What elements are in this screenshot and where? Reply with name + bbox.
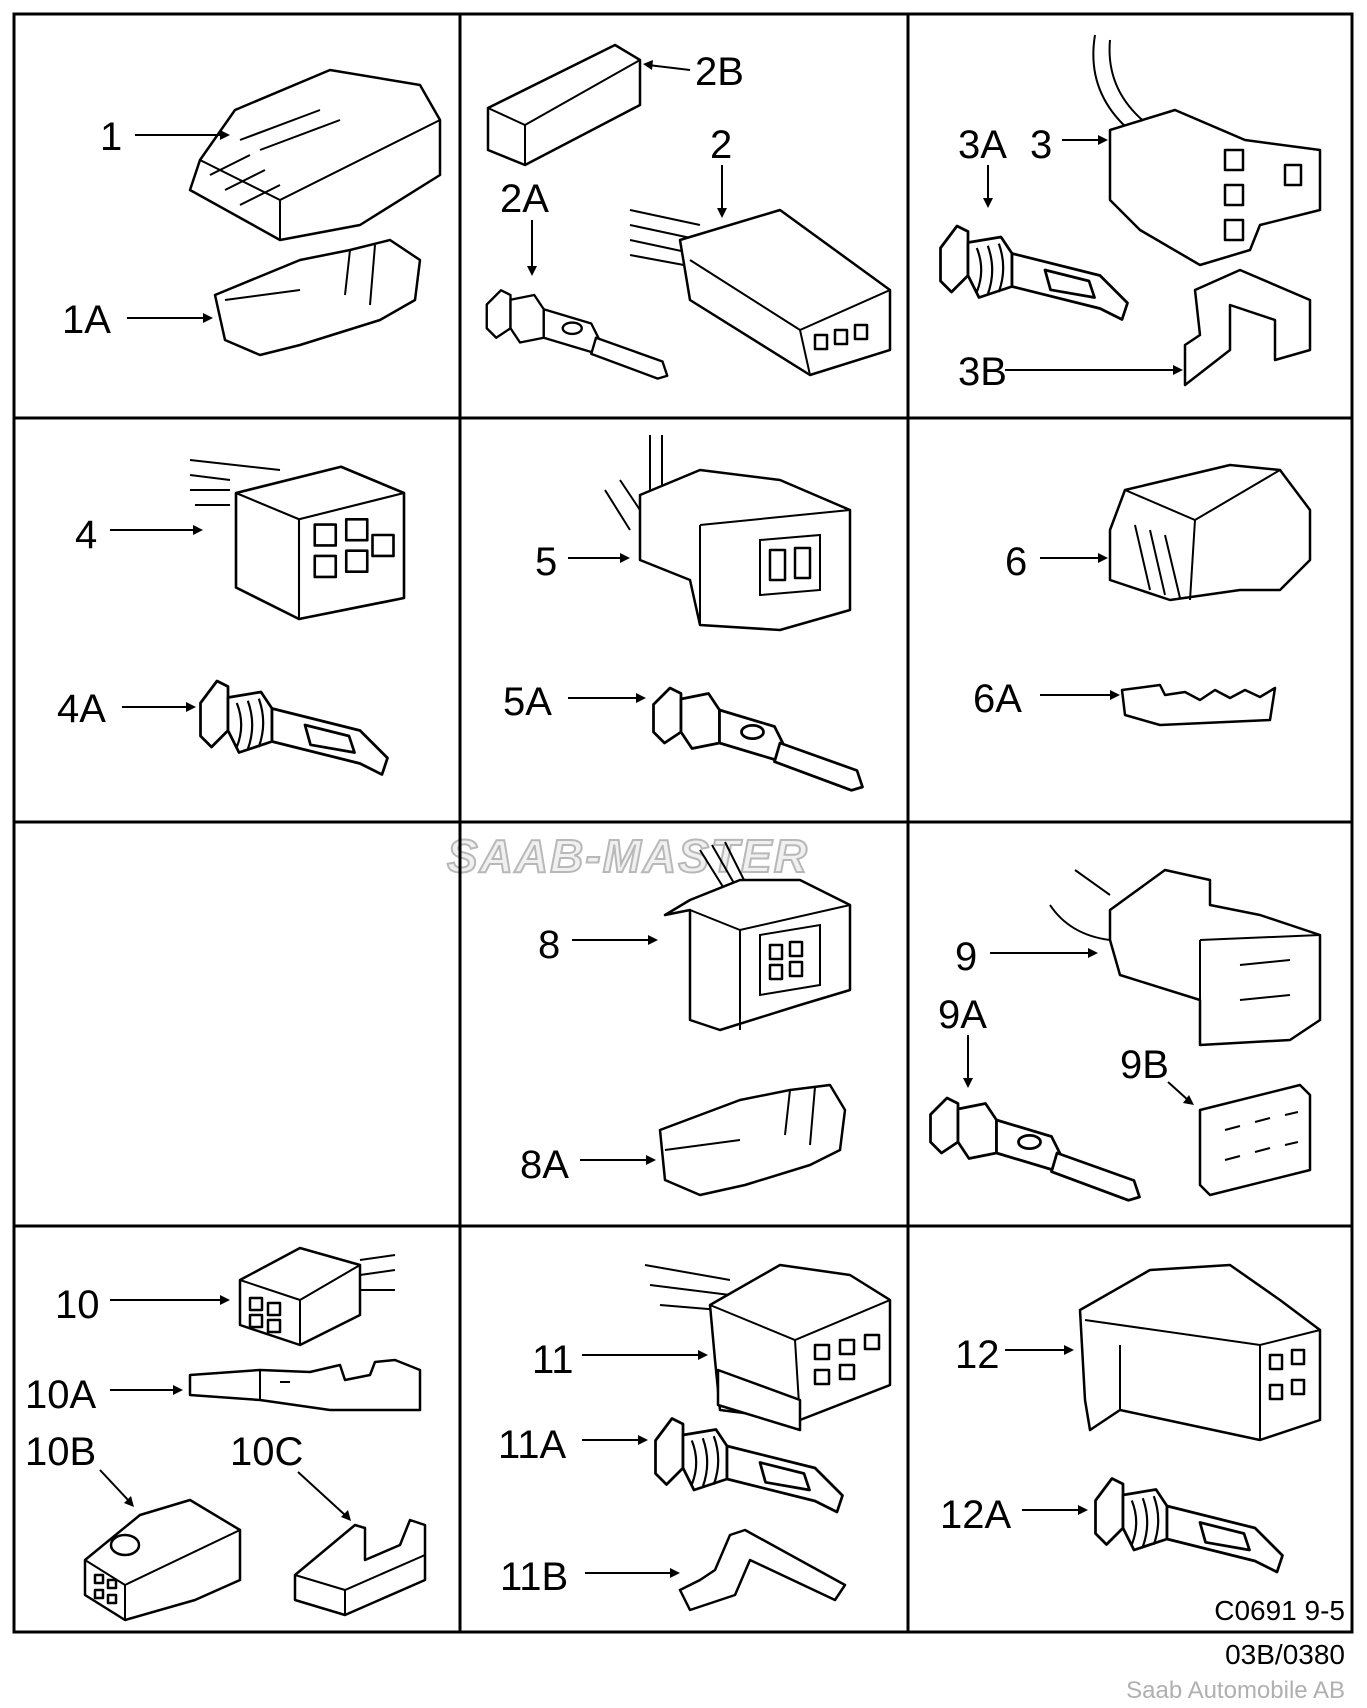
- connector-5: [604, 435, 852, 632]
- connector-1: [188, 68, 442, 242]
- label-8: 8: [538, 923, 560, 967]
- label-11B: 11B: [500, 1555, 568, 1599]
- leader-2B: [647, 64, 691, 71]
- label-10B: 10B: [25, 1430, 96, 1474]
- terminal-2A: [485, 288, 669, 380]
- label-3A: 3A: [958, 123, 1007, 167]
- cell-3: 3 3A 3B: [939, 34, 1322, 394]
- label-2: 2: [710, 123, 732, 167]
- label-8A: 8A: [520, 1143, 569, 1187]
- connector-9: [1049, 868, 1322, 1047]
- connector-11: [644, 1263, 892, 1432]
- figure-code: C0691 9-5: [1214, 1595, 1345, 1626]
- terminal-8A: [658, 1083, 847, 1197]
- label-9A: 9A: [938, 993, 987, 1037]
- label-11A: 11A: [498, 1423, 567, 1467]
- label-12: 12: [955, 1333, 1000, 1377]
- copyright-credit: Saab Automobile AB: [1126, 1677, 1345, 1704]
- cell-9: 9 9A 9B: [929, 868, 1322, 1202]
- cover-2B: [486, 43, 642, 167]
- label-6A: 6A: [973, 677, 1022, 721]
- connector-12: [1078, 1263, 1322, 1442]
- cell-1: 1 1A: [62, 68, 442, 357]
- terminal-1A: [213, 238, 422, 357]
- lock-11B: [678, 1528, 847, 1612]
- connector-3: [1092, 34, 1322, 267]
- label-4A: 4A: [57, 687, 106, 731]
- cell-12: 12 12A: [940, 1263, 1322, 1574]
- label-2B: 2B: [695, 50, 744, 94]
- cell-5: 5 5A: [503, 435, 864, 792]
- grid: [12, 12, 1354, 1634]
- terminal-11A: [654, 1417, 844, 1514]
- label-12A: 12A: [940, 1493, 1011, 1537]
- leader-10C: [297, 1471, 346, 1516]
- leader-10B: [99, 1469, 129, 1501]
- clip-10C: [293, 1518, 427, 1617]
- cover-10B: [83, 1498, 242, 1622]
- figure-ref: 03B/0380: [1225, 1639, 1345, 1670]
- terminal-4A: [199, 679, 389, 776]
- label-5A: 5A: [503, 680, 552, 724]
- label-3: 3: [1030, 123, 1052, 167]
- cell-6: 6 6A: [973, 463, 1312, 727]
- connector-8: [663, 841, 852, 1032]
- label-10C: 10C: [230, 1430, 303, 1474]
- label-9B: 9B: [1120, 1043, 1169, 1087]
- terminal-3A: [939, 224, 1129, 321]
- label-10A: 10A: [25, 1373, 96, 1417]
- seal-9B: [1198, 1083, 1312, 1197]
- label-3B: 3B: [958, 350, 1007, 394]
- label-9: 9: [955, 935, 977, 979]
- cell-4: 4 4A: [57, 459, 406, 776]
- watermark: SAAB-MASTER: [447, 830, 809, 882]
- leader-9B: [1167, 1081, 1189, 1101]
- label-1: 1: [100, 115, 122, 159]
- cell-2: 2B 2 2A: [485, 43, 892, 380]
- label-10: 10: [55, 1283, 100, 1327]
- connector-4: [189, 459, 406, 621]
- label-5: 5: [535, 540, 557, 584]
- cell-10: 10 10A 10B 10C: [25, 1246, 427, 1622]
- connector-6: [1108, 463, 1312, 602]
- label-1A: 1A: [62, 298, 111, 342]
- terminal-9A: [929, 1096, 1141, 1202]
- cell-8: 8 8A: [520, 841, 852, 1197]
- label-4: 4: [75, 513, 97, 557]
- terminal-6A: [1120, 683, 1277, 727]
- connector-2: [629, 208, 892, 377]
- cell-11: 11 11A 11B: [498, 1263, 892, 1612]
- terminal-5A: [652, 686, 864, 792]
- label-11: 11: [532, 1338, 574, 1382]
- label-6: 6: [1005, 540, 1027, 584]
- connector-10: [238, 1246, 396, 1347]
- terminal-10A: [188, 1358, 422, 1412]
- clip-3B: [1183, 268, 1312, 387]
- terminal-12A: [1094, 1477, 1284, 1574]
- label-2A: 2A: [500, 177, 549, 221]
